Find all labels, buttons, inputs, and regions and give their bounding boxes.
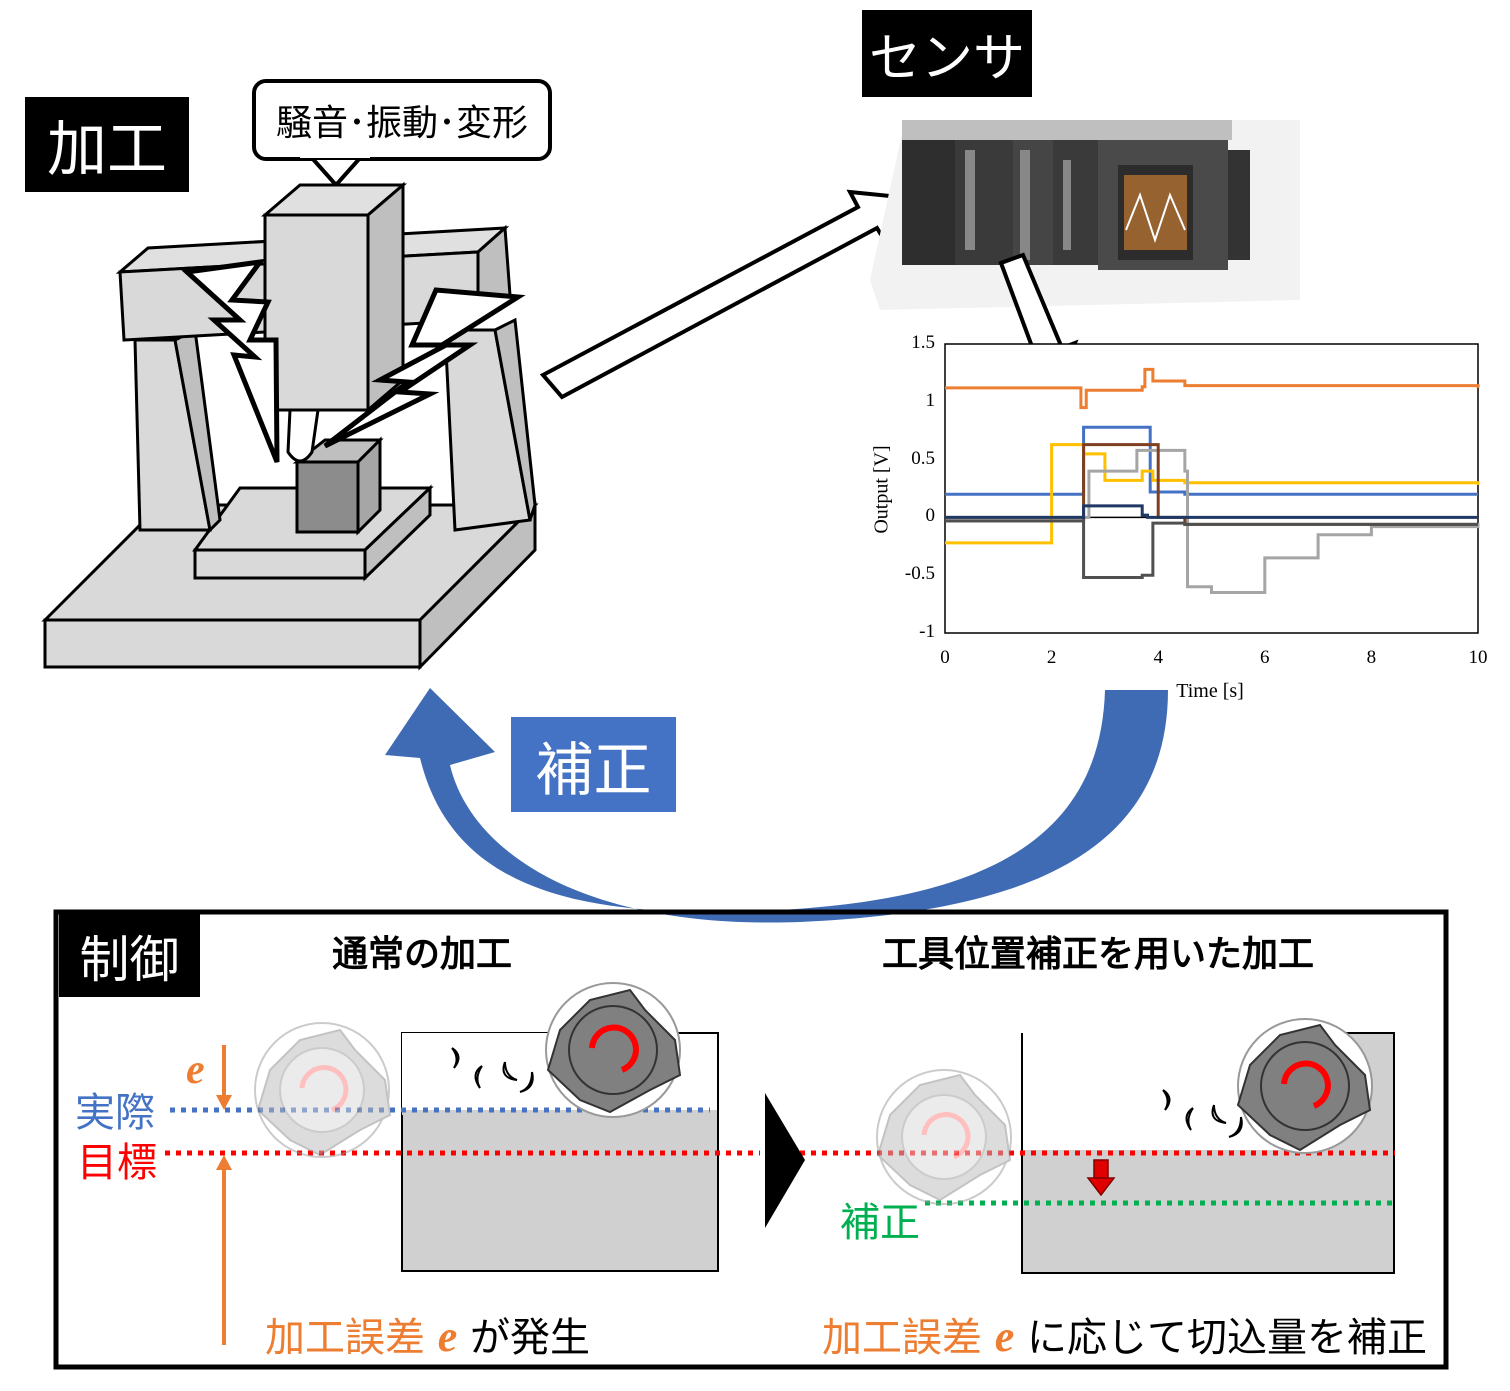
tool-cutting-right xyxy=(1236,1018,1373,1154)
chart-y-tick-label: 0 xyxy=(925,505,936,527)
correction-line-label: 補正 xyxy=(840,1200,920,1246)
hollow-arrow-to-sensor xyxy=(539,189,903,400)
control-panel-frame xyxy=(53,909,1449,1370)
chart-x-tick-label: 6 xyxy=(1260,647,1270,668)
actual-label: 実際 xyxy=(75,1090,155,1136)
chart-x-tick-label: 8 xyxy=(1366,647,1377,668)
chart-series-line-6 xyxy=(945,519,1478,580)
corrected-machining-title: 工具位置補正を用いた加工 xyxy=(882,934,1315,975)
control-label: 制御 xyxy=(59,914,200,997)
chart-y-axis-label: Output [V] xyxy=(870,445,893,534)
normal-caption-pre: 加工誤差 xyxy=(265,1315,438,1361)
corrected-caption-post: に応じて切込量を補正 xyxy=(1014,1315,1427,1361)
chart-x-axis-label: Time [s] xyxy=(1176,680,1244,702)
transition-arrow xyxy=(765,1093,805,1228)
bubble-tail xyxy=(307,156,365,189)
normal-caption-post: が発生 xyxy=(457,1315,590,1361)
tool-ghost-right xyxy=(876,1069,1012,1205)
correction-arrow-label: 補正 xyxy=(511,717,676,812)
chips-right xyxy=(1162,1089,1243,1138)
normal-machining-title: 通常の加工 xyxy=(332,934,513,975)
chart-series-line-4 xyxy=(945,448,1480,595)
corrected-caption: 加工誤差 e に応じて切込量を補正 xyxy=(822,1305,1427,1363)
machine-tool-icon xyxy=(41,181,539,671)
error-symbol: e xyxy=(186,1047,205,1093)
speech-bubble: 騒音･振動･変形 xyxy=(252,79,552,161)
chart-x-tick-label: 0 xyxy=(940,647,950,668)
chart-series-group xyxy=(945,367,1480,595)
error-arrow xyxy=(216,1045,232,1345)
bubble-text: 騒音･振動･変形 xyxy=(275,103,528,144)
correction-down-arrow xyxy=(1086,1159,1116,1197)
corrected-caption-pre: 加工誤差 xyxy=(822,1315,995,1361)
chart-y-tick-label: 1 xyxy=(925,389,936,411)
chart-y-tick-label: 0.5 xyxy=(911,447,935,469)
corrected-caption-e: e xyxy=(994,1312,1015,1361)
chart-y-tick-label: -1 xyxy=(919,621,935,642)
chart-series-line-3 xyxy=(945,443,1480,545)
chart-x-tick-label: 4 xyxy=(1153,647,1163,668)
bubble-tail-mask xyxy=(300,150,370,158)
chips-left xyxy=(451,1047,534,1093)
chart-y-tick-label: -0.5 xyxy=(904,563,935,585)
chart-x-tick-label: 2 xyxy=(1046,647,1057,668)
tool-ghost-left xyxy=(254,1022,392,1158)
chart-plot-area xyxy=(944,343,1479,634)
correction-curve-arrow xyxy=(385,688,1168,923)
sensor-device-image xyxy=(870,120,1300,310)
chart-series-line-2 xyxy=(945,425,1478,496)
chart-y-tick-label: 1.5 xyxy=(911,332,935,353)
target-label: 目標 xyxy=(77,1140,157,1186)
chart-series-line-7 xyxy=(945,504,1478,519)
machining-label: 加工 xyxy=(25,97,189,192)
chart-series-line-1 xyxy=(945,367,1480,410)
sensor-label: センサ xyxy=(862,10,1032,97)
tool-cutting-left xyxy=(545,982,682,1118)
normal-caption: 加工誤差 e が発生 xyxy=(265,1305,590,1363)
chart-x-tick-label: 10 xyxy=(1468,647,1488,668)
normal-caption-e: e xyxy=(437,1312,458,1361)
